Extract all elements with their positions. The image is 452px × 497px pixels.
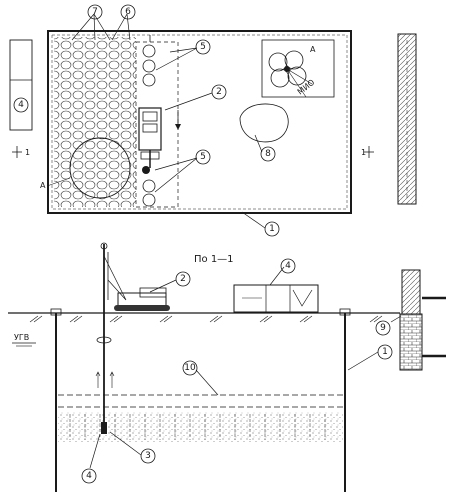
svg-text:7: 7 <box>92 7 98 17</box>
detail-a-circle <box>69 137 131 199</box>
existing-wall-plan <box>397 33 417 205</box>
planned-piles <box>142 44 156 207</box>
callout-4-stratum: 4 <box>81 468 97 484</box>
svg-text:4: 4 <box>86 471 92 481</box>
callout-1-plan: 1 <box>264 221 280 237</box>
section-leaders <box>89 266 402 469</box>
material-storage-plan <box>9 39 33 131</box>
callout-5-bottom: 5 <box>195 149 211 165</box>
pit-outline-plan <box>47 30 352 214</box>
svg-text:1: 1 <box>269 224 275 234</box>
callout-7: 7 <box>87 4 103 20</box>
plan-view: А А <box>9 4 417 237</box>
svg-text:1: 1 <box>361 148 366 157</box>
pile-rig-section <box>96 242 170 434</box>
svg-text:3: 3 <box>145 451 151 461</box>
material-storage-section <box>233 284 319 313</box>
pile-rig-plan <box>138 107 162 168</box>
section-title: По 1—1 <box>194 254 234 265</box>
detail-a-mark: А <box>40 181 46 190</box>
callout-8: 8 <box>260 146 276 162</box>
section-callouts: 2 4 9 1 10 3 4 <box>81 258 393 484</box>
plan-callouts: 7 6 5 2 5 8 1 4 <box>13 4 280 237</box>
stratum-piles <box>69 414 326 440</box>
pit-inner-edge <box>51 34 348 210</box>
detail-a-inset: А МИО <box>261 39 335 98</box>
svg-text:1: 1 <box>382 347 388 357</box>
pile-up-arrow-left <box>95 371 101 388</box>
groundwater-level: УГВ <box>12 333 36 347</box>
stockpile-outline <box>239 103 289 143</box>
bearing-stratum <box>58 412 343 442</box>
callout-2-section: 2 <box>175 271 191 287</box>
section-view: По 1—1 УГВ <box>8 242 446 492</box>
pile-up-arrow-right <box>109 371 115 388</box>
svg-text:5: 5 <box>200 152 206 162</box>
existing-wall-section <box>399 269 446 371</box>
rig-path <box>135 41 179 208</box>
svg-text:2: 2 <box>216 87 222 97</box>
svg-text:4: 4 <box>285 261 291 271</box>
svg-text:1: 1 <box>25 148 30 157</box>
svg-text:5: 5 <box>200 42 206 52</box>
svg-text:8: 8 <box>265 149 271 159</box>
svg-text:6: 6 <box>125 7 131 17</box>
section-mark-right: 1 <box>361 146 374 158</box>
callout-4-plan: 4 <box>13 97 29 113</box>
callout-6: 6 <box>120 4 136 20</box>
detail-a-inset-label: А <box>310 45 316 54</box>
svg-text:2: 2 <box>180 274 186 284</box>
section-mark-left: 1 <box>12 146 30 158</box>
completed-piles <box>54 37 136 207</box>
callout-1-section: 1 <box>377 344 393 360</box>
callout-4-section: 4 <box>280 258 296 274</box>
callout-10: 10 <box>182 360 198 376</box>
callout-9: 9 <box>375 320 391 336</box>
svg-text:10: 10 <box>184 363 196 373</box>
detail-a-leader <box>46 177 71 187</box>
ground-hatching <box>29 315 383 323</box>
groundwater-label: УГВ <box>14 333 29 342</box>
svg-text:9: 9 <box>380 323 386 333</box>
svg-text:4: 4 <box>18 100 24 110</box>
callout-5-top: 5 <box>195 39 211 55</box>
callout-2-plan: 2 <box>211 84 227 100</box>
detail-a-text: МИО <box>296 78 317 97</box>
callout-3: 3 <box>140 448 156 464</box>
